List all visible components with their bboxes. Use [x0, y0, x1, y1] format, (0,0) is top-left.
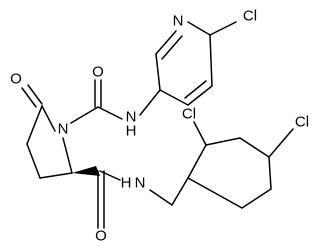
- bond: [268, 156, 272, 190]
- bond: [21, 87, 37, 108]
- dichlorophenyl-ring: [187, 121, 294, 209]
- pyridine-chlorine-label: Cl: [243, 8, 257, 25]
- bond: [187, 85, 213, 106]
- atom-labels: N Cl O N H O N Cl Cl H N O: [10, 8, 309, 245]
- bond: [161, 35, 183, 60]
- bond: [27, 84, 43, 105]
- bond: [62, 137, 73, 174]
- bond: [241, 188, 272, 209]
- ortho-chlorine-label: Cl: [182, 106, 196, 123]
- bond: [205, 137, 241, 146]
- bond: [159, 89, 189, 106]
- pyridine-nitrogen-label: N: [173, 13, 184, 30]
- lower-amide-nitrogen-label: N: [135, 175, 146, 192]
- upper-carboxamide: [70, 79, 161, 124]
- lower-carboxamide: [72, 166, 189, 229]
- pyrrolidinone-ring: [21, 84, 73, 179]
- stereo-hashed-bond: [72, 166, 100, 176]
- upper-amide-oxygen-label: O: [92, 64, 104, 81]
- lactam-oxygen-label: O: [10, 71, 22, 88]
- bond: [26, 105, 43, 145]
- pyridine-ring: [155, 21, 237, 106]
- bond: [139, 89, 161, 116]
- bond: [39, 172, 73, 179]
- bond: [26, 143, 41, 179]
- bond: [209, 34, 213, 87]
- bond: [239, 137, 270, 158]
- bond: [171, 177, 189, 206]
- bond: [99, 170, 121, 181]
- bond: [155, 53, 161, 91]
- bond: [155, 30, 177, 55]
- bond: [193, 121, 207, 146]
- upper-amide-nitrogen-label: N: [126, 109, 137, 126]
- bond: [209, 21, 237, 36]
- bond: [70, 106, 99, 124]
- bond: [97, 106, 123, 120]
- pyrrolidine-nitrogen-label: N: [58, 121, 69, 138]
- upper-amide-hydrogen-label: H: [126, 123, 137, 140]
- bond: [41, 105, 56, 132]
- bond: [149, 189, 173, 206]
- bond: [187, 144, 207, 179]
- bond: [184, 80, 207, 99]
- lower-amide-hydrogen-label: H: [121, 175, 132, 192]
- para-chlorine-label: Cl: [295, 114, 309, 131]
- bond: [187, 21, 211, 36]
- bond: [268, 128, 294, 158]
- bond: [187, 177, 243, 209]
- lower-amide-oxygen-label: O: [95, 228, 107, 245]
